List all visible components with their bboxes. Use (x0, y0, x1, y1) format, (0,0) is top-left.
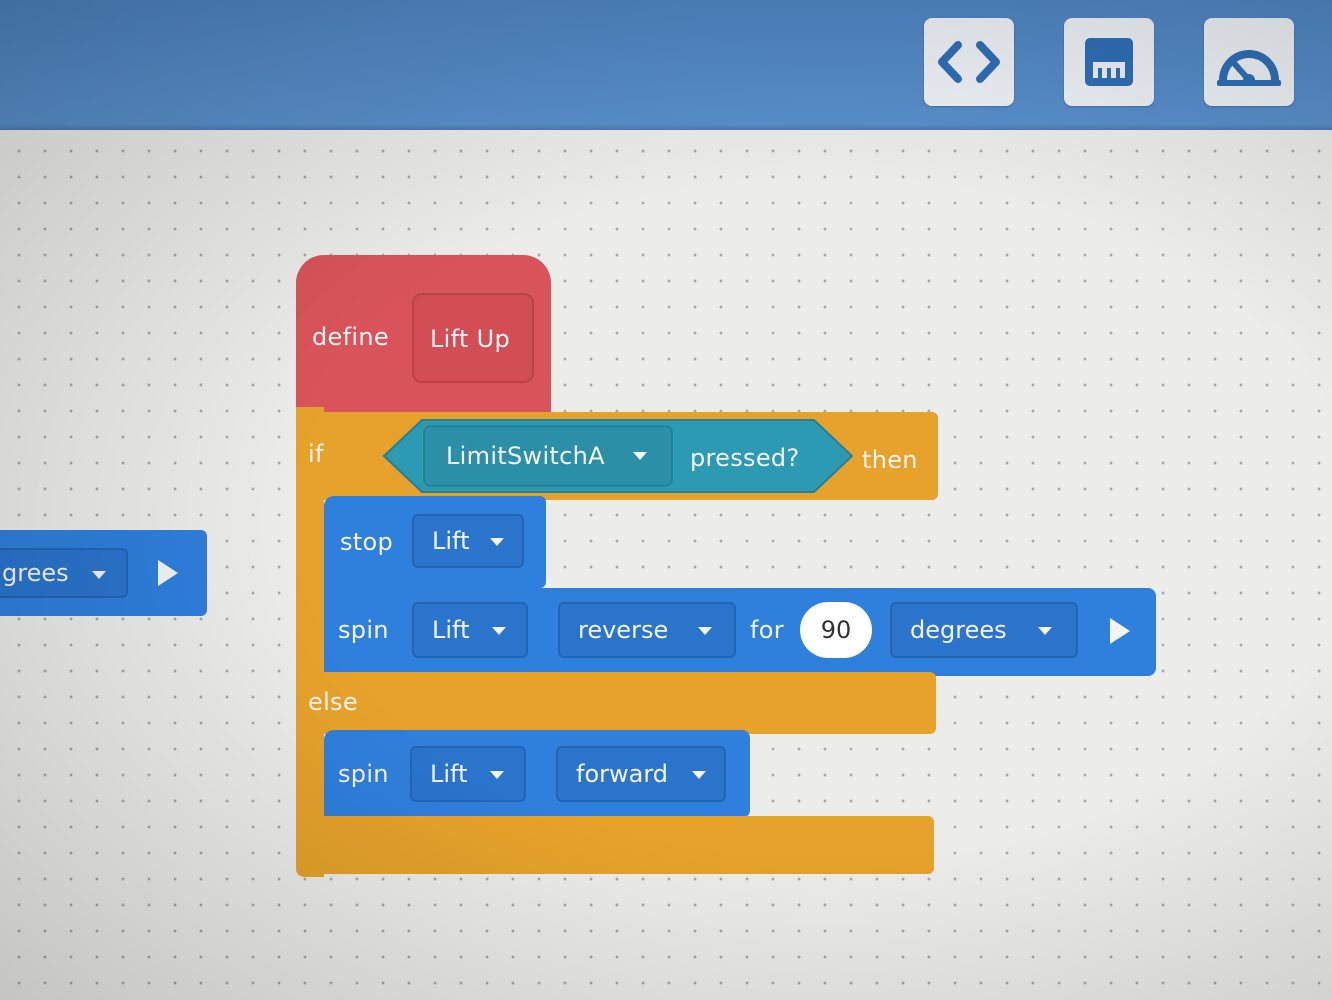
code-view-button[interactable] (924, 18, 1014, 106)
define-block[interactable]: define Lift Up (296, 255, 551, 425)
stop-label: stop (340, 528, 394, 556)
amount-input[interactable]: 90 (800, 602, 872, 658)
play-icon[interactable] (158, 560, 178, 586)
chevron-down-icon (1038, 627, 1052, 635)
define-name-slot[interactable]: Lift Up (412, 293, 534, 383)
spin-block[interactable]: spin Lift forward (324, 730, 750, 818)
dashboard-button[interactable] (1204, 18, 1294, 106)
chevron-down-icon (490, 771, 504, 779)
brain-port-icon (1085, 38, 1133, 86)
else-bar[interactable]: else (296, 672, 936, 734)
unit-dropdown[interactable]: degrees (890, 602, 1078, 658)
spin-label: spin (338, 616, 389, 644)
offscreen-spin-block[interactable]: grees (0, 530, 207, 616)
top-toolbar (0, 0, 1332, 130)
define-name-label: Lift Up (430, 325, 511, 353)
code-icon (938, 41, 1000, 83)
direction-dropdown[interactable]: forward (556, 746, 726, 802)
dashboard-gauge-icon (1217, 50, 1281, 86)
if-label: if (308, 440, 324, 468)
define-label: define (312, 323, 389, 351)
blocks-workspace[interactable] (0, 130, 1332, 1000)
if-else-bottom (296, 816, 934, 874)
spin-label: spin (338, 760, 389, 788)
for-label: for (750, 616, 784, 644)
motor-dropdown[interactable]: Lift (412, 602, 528, 658)
devices-button[interactable] (1064, 18, 1154, 106)
degrees-dropdown[interactable]: grees (0, 548, 128, 598)
pressed-label: pressed? (690, 444, 800, 472)
chevron-down-icon (692, 771, 706, 779)
motor-dropdown[interactable]: Lift (410, 746, 526, 802)
direction-dropdown[interactable]: reverse (558, 602, 736, 658)
motor-dropdown[interactable]: Lift (412, 514, 524, 568)
spin-for-block[interactable]: spin Lift reverse for 90 degrees (324, 588, 1156, 676)
chevron-down-icon (492, 627, 506, 635)
chevron-down-icon (633, 452, 647, 460)
stop-motor-block[interactable]: stop Lift (324, 496, 546, 588)
limit-switch-pressed-condition[interactable] (382, 418, 854, 494)
then-label: then (862, 446, 918, 474)
limit-switch-dropdown-label[interactable]: LimitSwitchA (446, 442, 605, 470)
chevron-down-icon (698, 627, 712, 635)
else-label: else (308, 688, 358, 716)
chevron-down-icon (490, 538, 504, 546)
chevron-down-icon (92, 571, 106, 579)
play-icon[interactable] (1110, 618, 1130, 644)
